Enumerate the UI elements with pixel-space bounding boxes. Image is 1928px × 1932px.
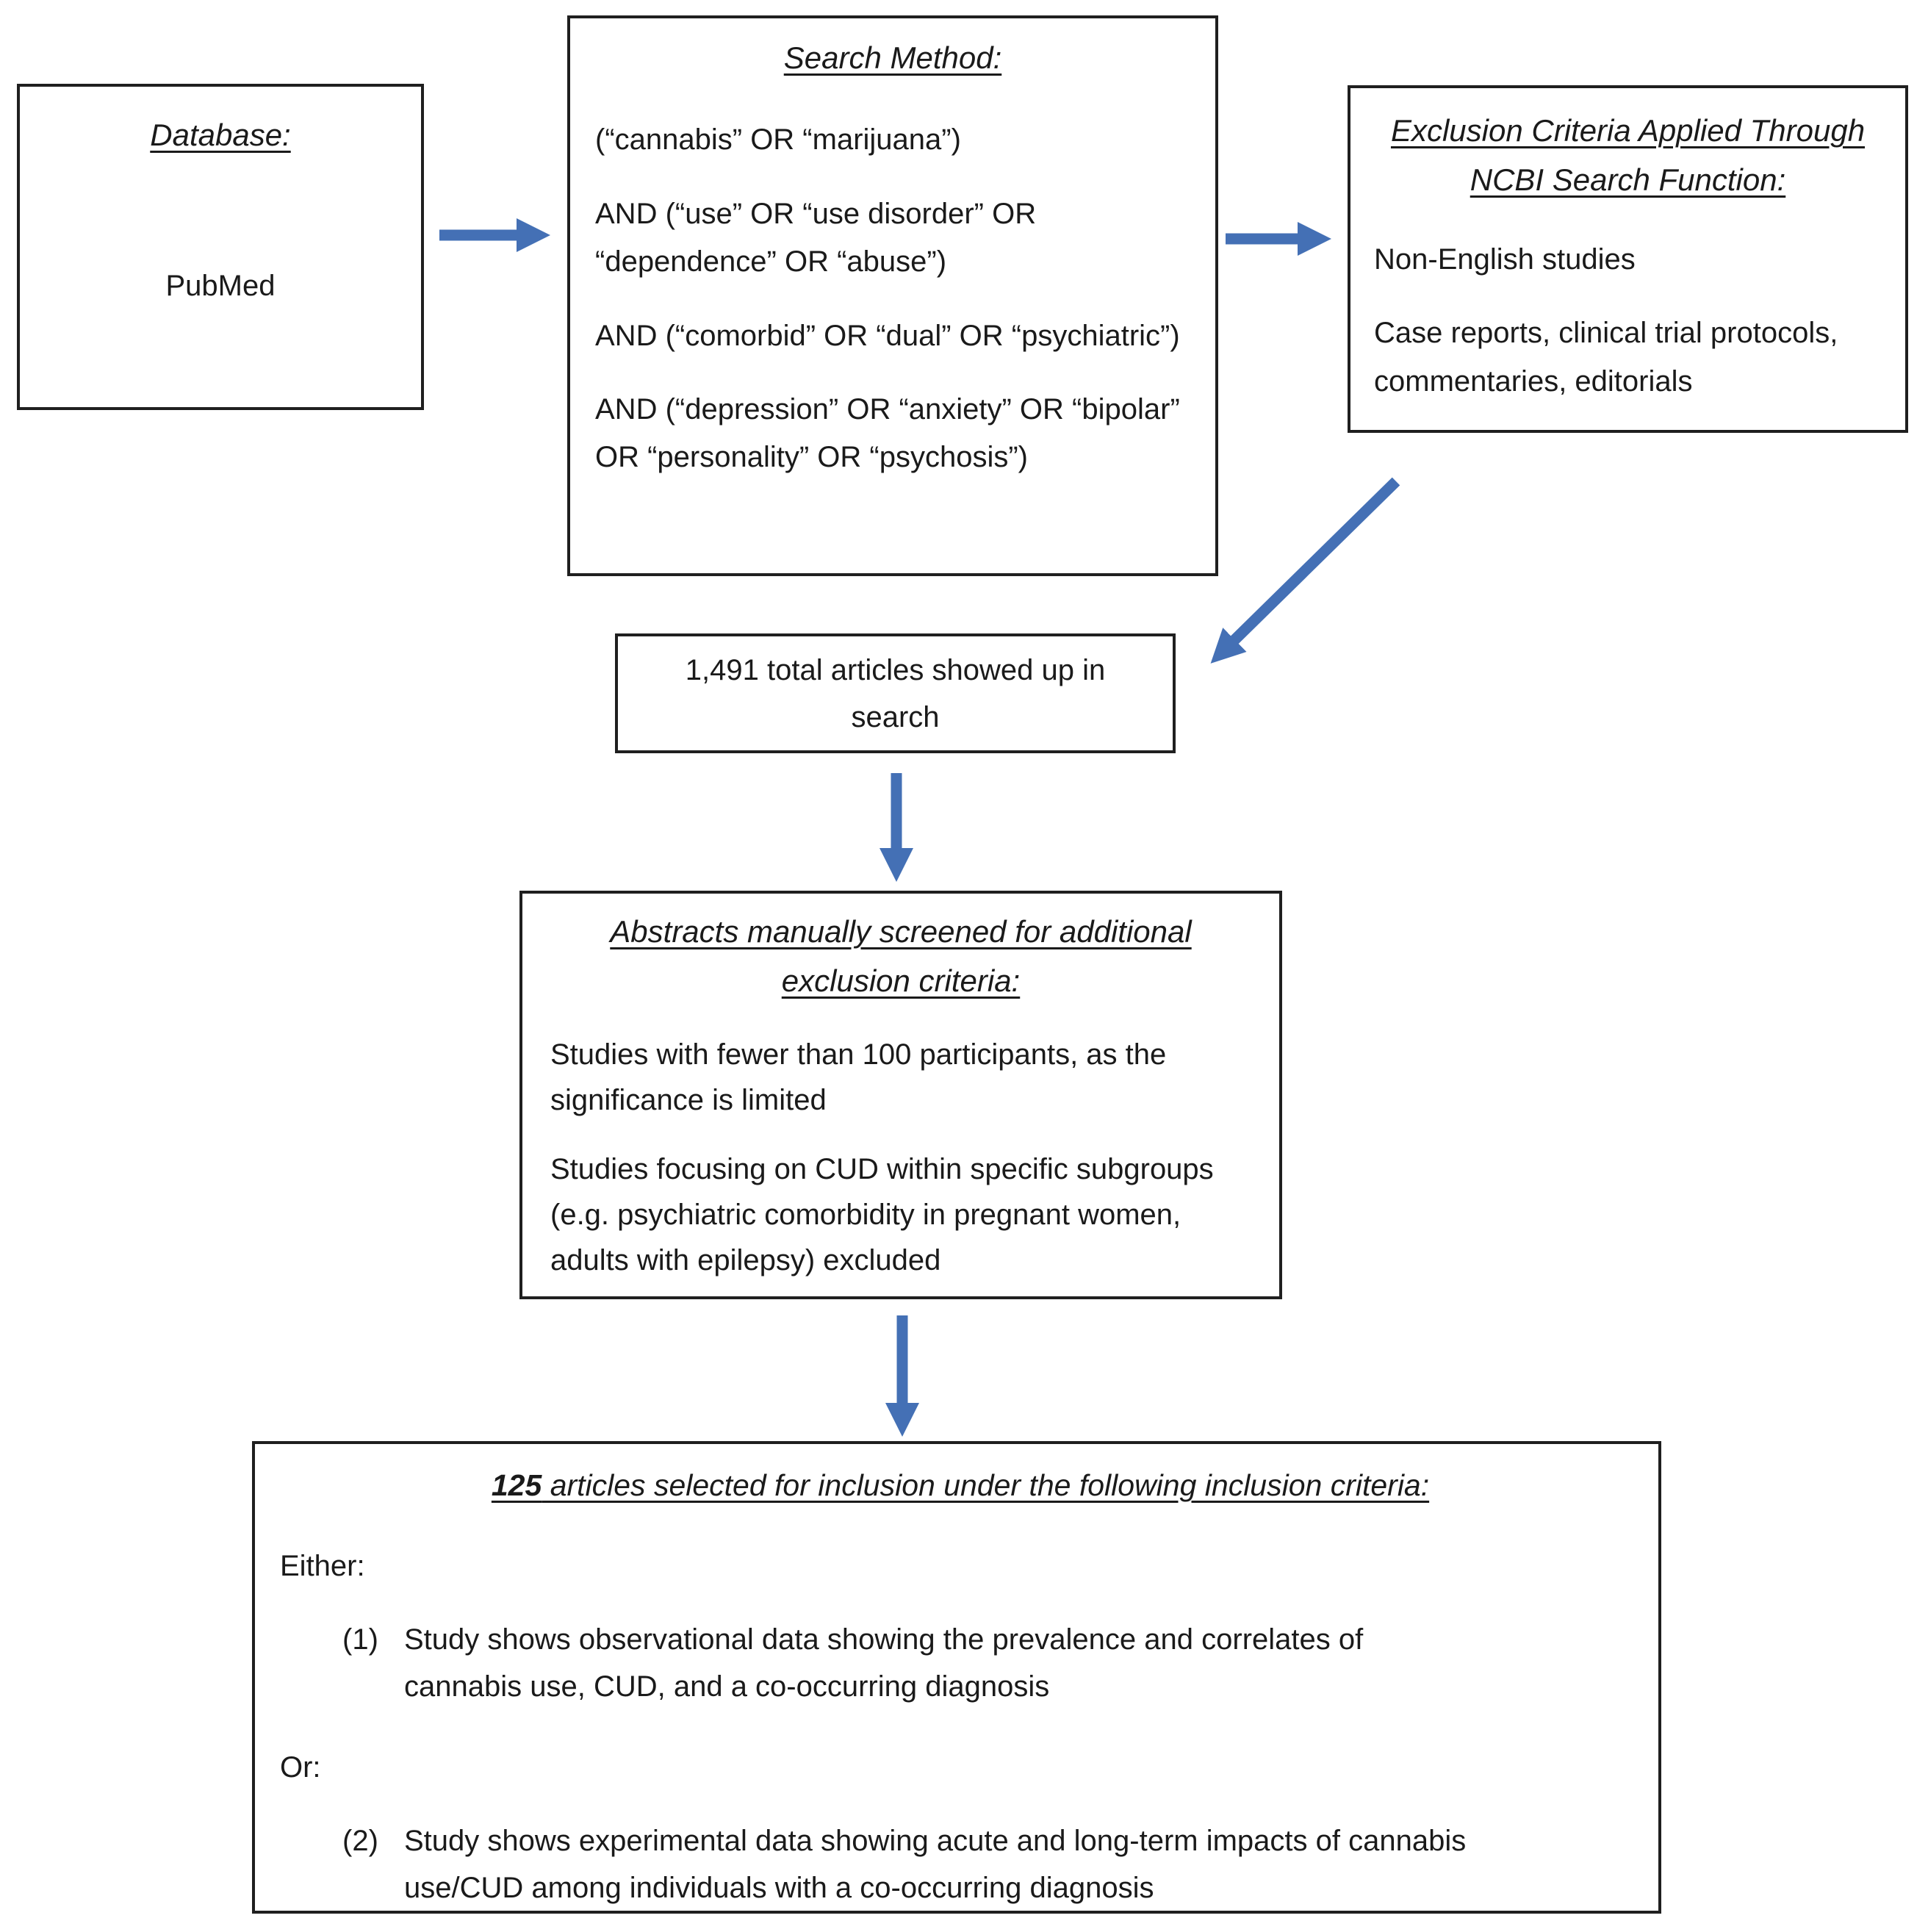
database-box-title: Database: <box>150 118 291 152</box>
search-method-title: Search Method: <box>783 40 1002 75</box>
exclusion-criteria-title: Exclusion Criteria Applied Through NCBI … <box>1390 113 1866 198</box>
abstract-screening-title: Abstracts manually screened for addition… <box>610 914 1192 999</box>
inclusion-criterion-2: (2) Study shows experimental data showin… <box>342 1817 1641 1911</box>
criterion-text: Study shows experimental data showing ac… <box>404 1824 1467 1904</box>
search-term-line: AND (“use” OR “use disorder” OR “depende… <box>595 197 1037 278</box>
included-articles-count: 125 <box>491 1468 542 1502</box>
inclusion-criteria-box: 125 articles selected for inclusion unde… <box>252 1441 1661 1914</box>
search-term-line: (“cannabis” OR “marijuana”) <box>595 123 961 157</box>
search-results-box: 1,491 total articles showed up in search <box>615 633 1176 753</box>
screening-criterion: Studies with fewer than 100 participants… <box>550 1038 1167 1117</box>
list-number: (1) <box>342 1623 378 1656</box>
database-name: PubMed <box>165 270 276 303</box>
exclusion-item: Non-English studies <box>1374 243 1636 276</box>
list-number: (2) <box>342 1824 378 1857</box>
screening-criterion: Studies focusing on CUD within specific … <box>550 1153 1214 1277</box>
search-term-line: AND (“depression” OR “anxiety” OR “bipol… <box>595 393 1180 474</box>
search-method-box: Search Method: (“cannabis” OR “marijuana… <box>567 15 1218 576</box>
database-box: Database: PubMed <box>17 84 424 410</box>
exclusion-item: Case reports, clinical trial protocols, … <box>1374 317 1838 398</box>
inclusion-title-text: articles selected for inclusion under th… <box>542 1468 1430 1502</box>
or-label: Or: <box>280 1750 321 1784</box>
inclusion-criterion-1: (1) Study shows observational data showi… <box>342 1616 1641 1710</box>
arrow-exclusion-to-results <box>1210 477 1400 664</box>
search-term-line: AND (“comorbid” OR “dual” OR “psychiatri… <box>595 319 1180 352</box>
either-label: Either: <box>280 1549 365 1582</box>
inclusion-criteria-title: 125 articles selected for inclusion unde… <box>280 1463 1641 1509</box>
exclusion-criteria-box: Exclusion Criteria Applied Through NCBI … <box>1348 85 1908 433</box>
criterion-text: Study shows observational data showing t… <box>404 1623 1364 1703</box>
search-results-text: 1,491 total articles showed up in search <box>685 653 1106 733</box>
abstract-screening-box: Abstracts manually screened for addition… <box>519 891 1282 1299</box>
